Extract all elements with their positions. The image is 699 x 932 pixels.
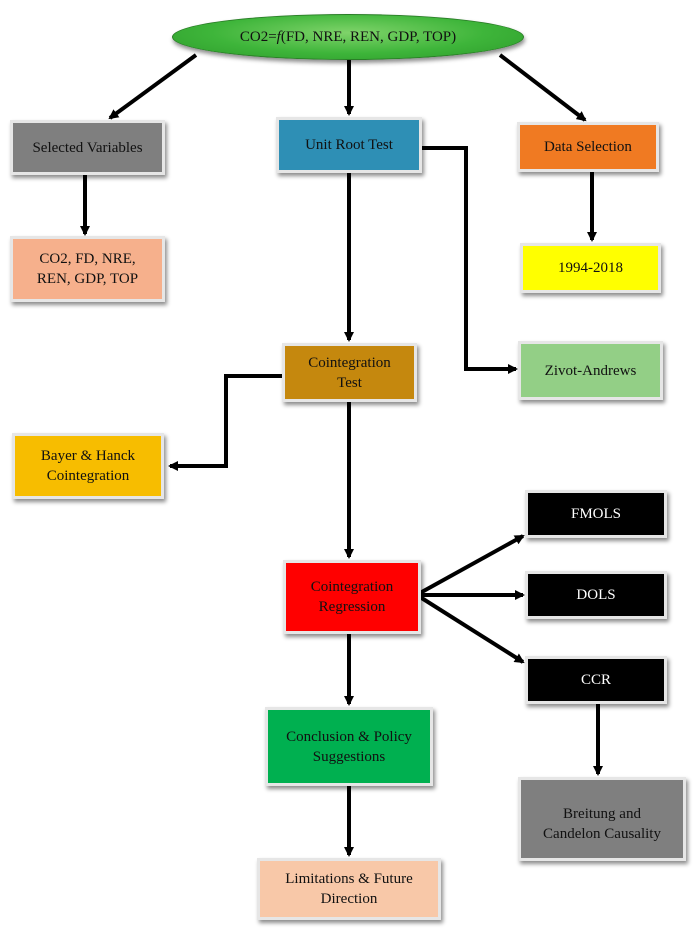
zivot-andrews-box: Zivot-Andrews — [518, 341, 663, 400]
equation-function: f — [276, 28, 281, 45]
breitung-candelon-line-1: Breitung and — [563, 806, 641, 822]
cointegration-regression-box: Cointegration Regression — [283, 560, 421, 634]
model-equation-ellipse: CO2=f(FD, NRE, REN, GDP, TOP) — [172, 14, 524, 60]
selected-variables-label: Selected Variables — [32, 139, 143, 156]
variables-list-line-1: CO2, FD, NRE, — [39, 251, 136, 267]
conclusion-line-1: Conclusion & Policy — [286, 728, 412, 745]
cointegration-regression-line-1: Cointegration — [310, 579, 394, 595]
conclusion-line-2: Suggestions — [312, 748, 386, 765]
period-label: 1994-2018 — [558, 260, 623, 276]
selected-variables-box: Selected Variables — [10, 120, 165, 175]
dols-box: DOLS — [525, 571, 667, 619]
arrow-root-to-data-selection — [498, 53, 587, 122]
limitations-box: Limitations & Future Direction — [257, 858, 441, 920]
breitung-candelon-box: Breitung and Candelon Causality — [518, 777, 686, 861]
equation-args: (FD, NRE, REN, GDP, TOP) — [280, 28, 457, 45]
zivot-andrews-label: Zivot-Andrews — [544, 362, 637, 379]
bayer-hanck-line-1: Bayer & Hanck — [40, 448, 136, 464]
limitations-line-1: Limitations & Future — [285, 871, 413, 887]
variables-list-line-2: REN, GDP, TOP — [36, 271, 139, 287]
cointegration-test-line-1: Cointegration — [308, 354, 391, 371]
equation-prefix: CO2= — [239, 28, 277, 45]
arrow-regression-to-ccr — [418, 595, 525, 664]
unit-root-test-label: Unit Root Test — [305, 137, 393, 153]
breitung-candelon-line-2: Candelon Causality — [543, 826, 661, 842]
fmols-label: FMOLS — [570, 506, 622, 522]
dols-label: DOLS — [576, 587, 616, 603]
bayer-hanck-box: Bayer & Hanck Cointegration — [12, 433, 164, 499]
bayer-hanck-line-2: Cointegration — [46, 468, 130, 484]
arrow-cointegration-test-to-bayer-hanck — [168, 374, 284, 471]
data-selection-label: Data Selection — [544, 139, 632, 155]
conclusion-box: Conclusion & Policy Suggestions — [265, 707, 433, 786]
cointegration-test-box: Cointegration Test — [282, 343, 417, 402]
fmols-box: FMOLS — [525, 490, 667, 538]
arrow-root-to-selected-variables — [108, 53, 198, 120]
unit-root-test-box: Unit Root Test — [276, 117, 422, 173]
ccr-box: CCR — [525, 656, 667, 704]
limitations-line-2: Direction — [320, 891, 378, 907]
arrow-unit-root-to-zivot-andrews — [422, 146, 518, 374]
ccr-label: CCR — [580, 672, 611, 688]
cointegration-test-line-2: Test — [337, 374, 362, 391]
data-selection-box: Data Selection — [517, 122, 659, 172]
variables-list-box: CO2, FD, NRE, REN, GDP, TOP — [10, 236, 165, 302]
cointegration-regression-line-2: Regression — [318, 599, 386, 615]
period-box: 1994-2018 — [520, 243, 661, 293]
arrow-regression-to-fmols — [419, 534, 525, 595]
